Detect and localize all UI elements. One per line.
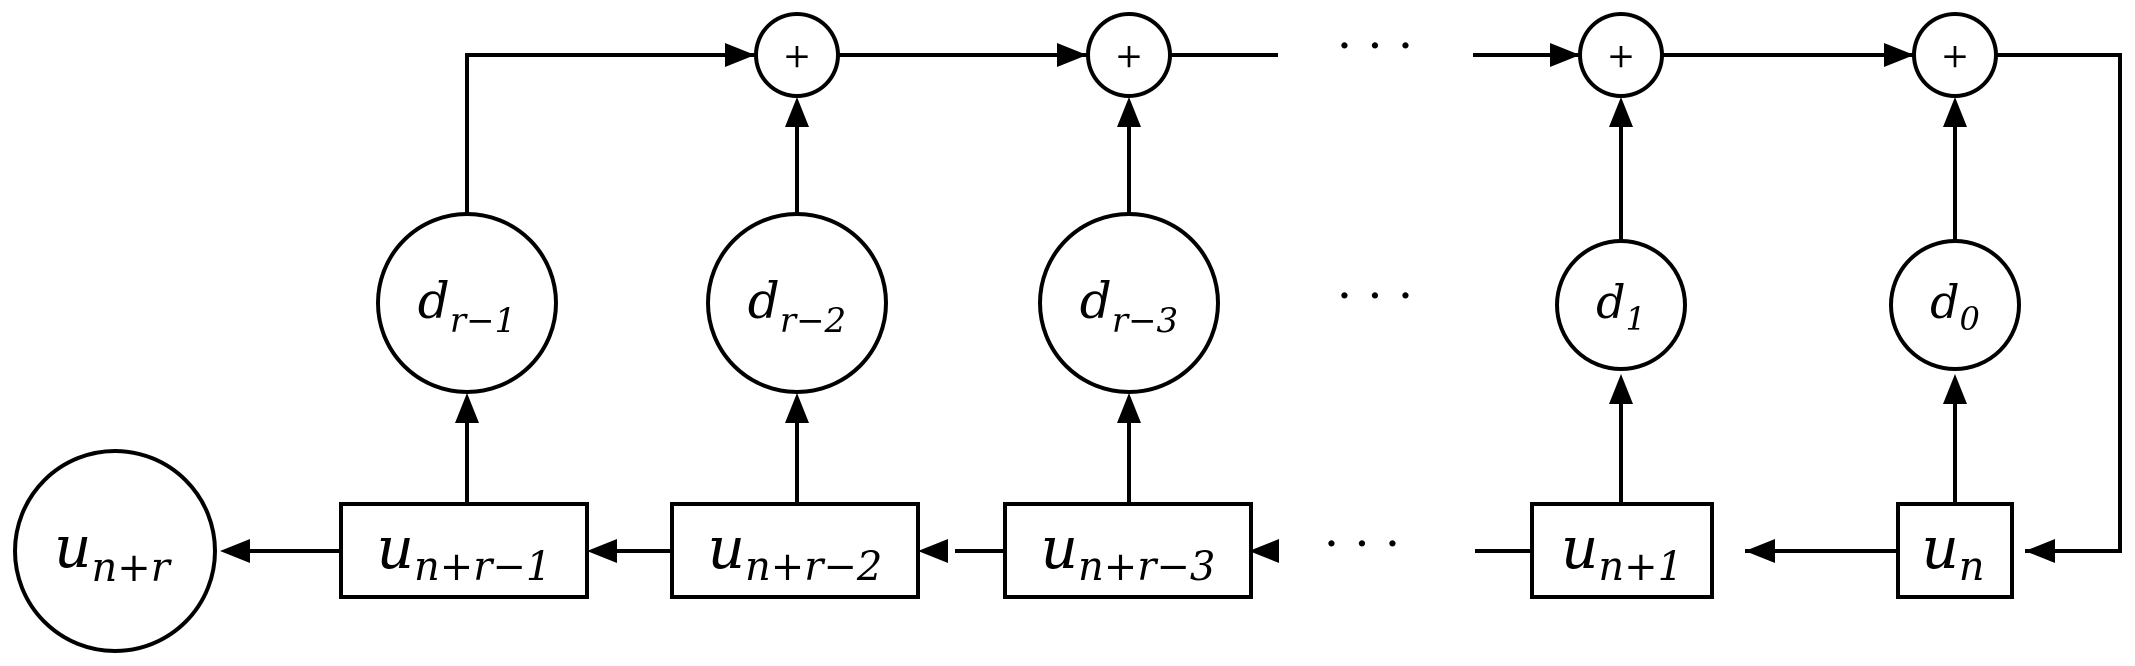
svg-text:d1: d1 bbox=[1596, 275, 1646, 338]
arrow-up-coef-1 bbox=[455, 393, 479, 423]
svg-text:dr−1: dr−1 bbox=[418, 272, 516, 341]
adder-1: + bbox=[754, 12, 840, 98]
coefficient-d-0: d0 bbox=[1889, 239, 2021, 371]
arrow-into-adder-4 bbox=[1884, 43, 1914, 67]
svg-text:+: + bbox=[1607, 36, 1636, 76]
adder-4: + bbox=[1912, 12, 1998, 98]
arrow-into-r4 bbox=[1745, 539, 1775, 563]
arrow-into-adder-3 bbox=[1550, 43, 1580, 67]
svg-text:d0: d0 bbox=[1930, 275, 1980, 338]
svg-text:un+r−2: un+r−2 bbox=[708, 514, 883, 590]
output-node-u-n-r: un+r bbox=[13, 449, 217, 653]
svg-text:+: + bbox=[783, 36, 812, 76]
svg-text:+: + bbox=[1941, 36, 1970, 76]
arrow-up-coef-2 bbox=[785, 393, 809, 423]
register-u-n-r-1: un+r−1 bbox=[339, 502, 589, 599]
feedback-return-line bbox=[1996, 53, 2122, 553]
svg-text:dr−3: dr−3 bbox=[1080, 272, 1178, 341]
arrow-into-adder-2 bbox=[1057, 43, 1087, 67]
svg-text:un+1: un+1 bbox=[1561, 514, 1683, 590]
connections bbox=[250, 53, 2122, 553]
svg-text:un: un bbox=[1921, 514, 1984, 590]
svg-text:un+r−1: un+r−1 bbox=[377, 514, 552, 590]
arrow-into-adder-1 bbox=[725, 43, 755, 67]
svg-text:un+r−3: un+r−3 bbox=[1041, 514, 1216, 590]
arrow-into-output bbox=[220, 539, 250, 563]
svg-text:dr−2: dr−2 bbox=[748, 272, 846, 341]
coefficient-d-1: d1 bbox=[1555, 239, 1687, 371]
svg-text:+: + bbox=[1115, 36, 1144, 76]
adder-2: + bbox=[1086, 12, 1172, 98]
arrow-into-r2 bbox=[918, 539, 948, 563]
arrow-up-adder-2 bbox=[1117, 97, 1141, 127]
arrow-into-r5 bbox=[2025, 539, 2055, 563]
adder-3: + bbox=[1578, 12, 1664, 98]
arrow-up-adder-1 bbox=[785, 97, 809, 127]
coefficient-d-r-3: dr−3 bbox=[1038, 212, 1220, 394]
register-u-n: un bbox=[1896, 502, 2014, 599]
register-u-n-r-2: un+r−2 bbox=[670, 502, 920, 599]
register-u-n-r-3: un+r−3 bbox=[1003, 502, 1253, 599]
coefficient-d-r-1: dr−1 bbox=[376, 212, 558, 394]
arrow-into-r3 bbox=[1249, 539, 1279, 563]
arrowheads bbox=[220, 43, 2055, 563]
arrow-up-coef-3 bbox=[1117, 393, 1141, 423]
ellipsis-middle: · · · bbox=[1337, 268, 1413, 324]
arrow-up-coef-4 bbox=[1609, 374, 1633, 404]
register-u-n-1: un+1 bbox=[1530, 502, 1714, 599]
arrow-into-r1 bbox=[587, 539, 617, 563]
top-line-start bbox=[465, 53, 755, 213]
arrow-up-adder-4 bbox=[1943, 97, 1967, 127]
ellipsis-bottom: · · · bbox=[1324, 516, 1400, 572]
coefficient-d-r-2: dr−2 bbox=[706, 212, 888, 394]
arrow-up-coef-5 bbox=[1943, 374, 1967, 404]
arrow-up-adder-3 bbox=[1609, 97, 1633, 127]
ellipsis-top: · · · bbox=[1337, 18, 1413, 74]
svg-text:un+r: un+r bbox=[54, 513, 173, 591]
